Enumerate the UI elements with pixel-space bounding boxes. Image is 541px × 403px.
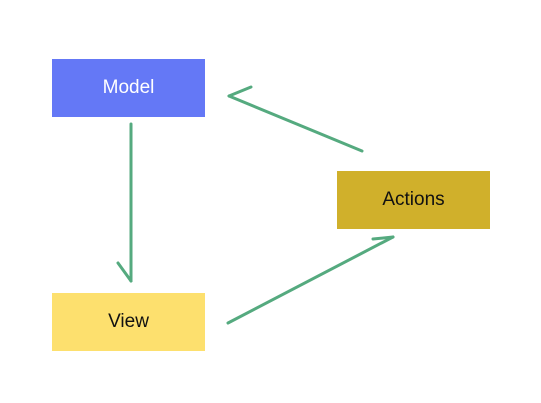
edge-view-to-actions-line [226, 235, 395, 325]
edge-actions-to-model-arrowhead [227, 85, 253, 98]
edge-actions-to-model-line [227, 94, 364, 153]
view-node: View [52, 293, 205, 351]
view-node-label: View [108, 311, 149, 332]
edge-model-to-view [116, 122, 133, 283]
edge-view-to-actions [226, 235, 395, 325]
edge-actions-to-model [227, 85, 364, 153]
actions-node: Actions [337, 171, 490, 229]
edge-model-to-view-arrowhead [116, 261, 133, 283]
actions-node-label: Actions [382, 189, 445, 210]
model-node-label: Model [102, 77, 155, 98]
edge-view-to-actions-arrowhead [371, 235, 395, 241]
model-node: Model [52, 59, 205, 117]
